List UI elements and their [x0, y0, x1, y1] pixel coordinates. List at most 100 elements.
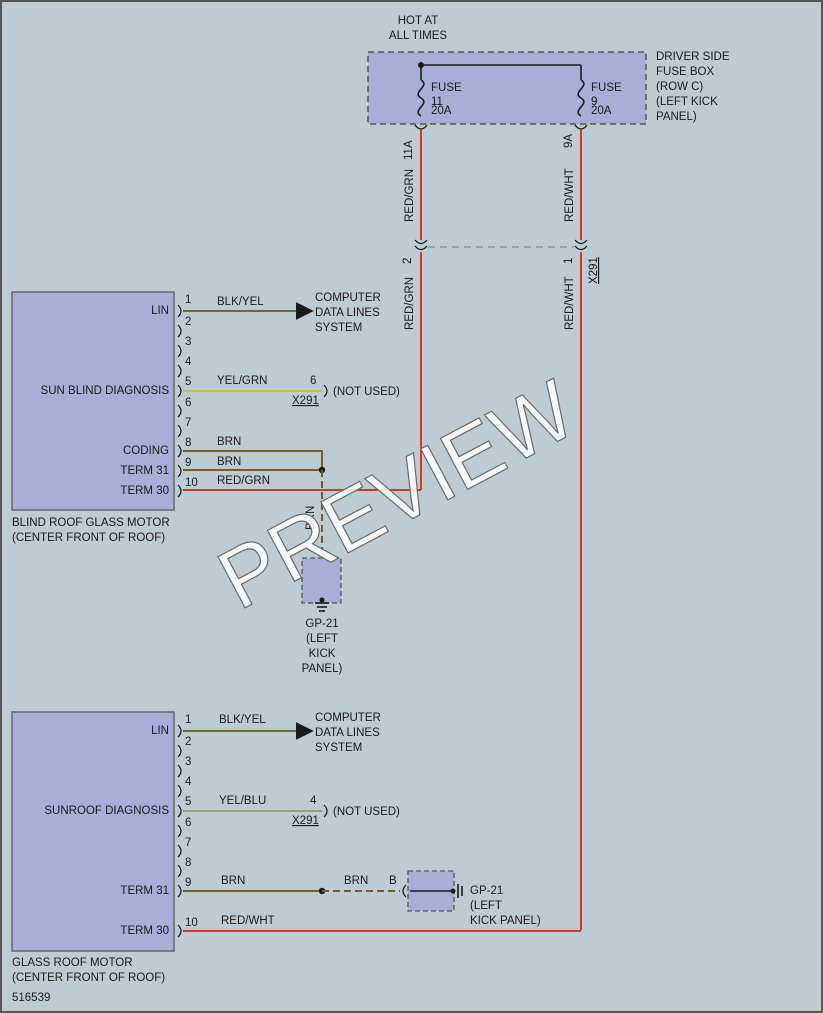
blind-pin-8: 8 — [185, 437, 191, 449]
blind-pin-7: 7 — [185, 417, 191, 429]
blind-ground-gp21 — [301, 557, 342, 604]
glass-ground-label-line-3: KICK PANEL) — [470, 915, 541, 927]
blind-computer-label-line-1: COMPUTER — [315, 292, 381, 304]
figure-id: 516539 — [12, 992, 50, 1004]
glass-diagnosis-label: SUNROOF DIAGNOSIS — [44, 805, 169, 817]
blind-wire-lin-label: BLK/YEL — [217, 296, 264, 308]
driver-side-fuse-box — [367, 51, 647, 125]
fuse-9-icon — [577, 79, 585, 117]
wire-red-grn-lower-label: RED/GRN — [404, 277, 416, 330]
x291-pin-1-icon — [574, 245, 588, 251]
glass-lin-label: LIN — [151, 725, 169, 737]
blind-wire-term30-label: RED/GRN — [217, 475, 270, 487]
glass-term31-label: TERM 31 — [120, 885, 169, 897]
glass-wire-term31-label: BRN — [221, 875, 245, 887]
fuse-9-rating: 20A — [591, 105, 612, 117]
glass-term30-label: TERM 30 — [120, 925, 169, 937]
fuse-box-label-line-5: PANEL) — [656, 111, 697, 123]
blind-pin-terminals — [177, 304, 182, 498]
glass-computer-label-line-1: COMPUTER — [315, 712, 381, 724]
blind-pin-4: 4 — [185, 356, 192, 368]
blind-wire-ground-label: BRN — [305, 506, 317, 530]
blind-diagnosis-connector-icon — [323, 384, 328, 398]
blind-pin-1: 1 — [185, 294, 191, 306]
fuse-9-name: FUSE — [591, 82, 622, 94]
glass-wire-lin-label: BLK/YEL — [219, 714, 266, 726]
glass-pin-6: 6 — [185, 817, 191, 829]
blind-pin-3: 3 — [185, 336, 191, 348]
x291-pin-2-icon — [414, 245, 428, 251]
blind-wire-coding-label: BRN — [217, 436, 241, 448]
blind-coding-label: CODING — [123, 445, 169, 457]
blind-term31-label: TERM 31 — [120, 465, 169, 477]
blind-pin-2: 2 — [185, 316, 191, 328]
glass-pin-2: 2 — [185, 736, 191, 748]
glass-pin-7: 7 — [185, 837, 191, 849]
blind-ground-label-line-4: PANEL) — [302, 663, 343, 675]
blind-roof-glass-motor — [11, 291, 175, 511]
glass-wire-term30-label: RED/WHT — [221, 915, 275, 927]
blind-motor-caption-line-2: (CENTER FRONT OF ROOF) — [12, 532, 165, 544]
glass-pin-9: 9 — [185, 877, 191, 889]
glass-wire-ground-label: BRN — [344, 875, 368, 887]
glass-ground-label-line-1: GP-21 — [470, 885, 503, 897]
wire-red-wht-lower-label: RED/WHT — [564, 276, 576, 330]
blind-lin-label: LIN — [151, 305, 169, 317]
blind-pin-10: 10 — [185, 477, 198, 489]
glass-diagnosis-connector-icon — [323, 804, 328, 818]
ground-icon — [457, 884, 463, 898]
blind-ground-label-line-2: (LEFT — [306, 633, 338, 645]
ground-icon — [315, 602, 329, 612]
glass-motor-caption-line-1: GLASS ROOF MOTOR — [12, 957, 133, 969]
blind-computer-label-line-3: SYSTEM — [315, 322, 362, 334]
fuse-box-label-line-1: DRIVER SIDE — [656, 51, 730, 63]
fuse-9-terminal-label: 9A — [563, 134, 575, 148]
glass-motor-caption-line-2: (CENTER FRONT OF ROOF) — [12, 972, 165, 984]
fuse-11-name: FUSE — [431, 82, 462, 94]
x291-pin-1-label: 1 — [563, 258, 575, 264]
glass-computer-label-line-2: DATA LINES — [315, 727, 380, 739]
blind-pin-9: 9 — [185, 457, 191, 469]
glass-diagnosis-not-used: (NOT USED) — [333, 806, 400, 818]
glass-pin-terminals — [177, 724, 182, 938]
fuse-11-rating: 20A — [431, 105, 452, 117]
glass-computer-label-line-3: SYSTEM — [315, 742, 362, 754]
blind-diagnosis-label: SUN BLIND DIAGNOSIS — [41, 385, 170, 397]
blind-diagnosis-connector-id: X291 — [292, 395, 319, 407]
fuse-11-terminal-icon — [414, 124, 428, 130]
blind-wire-term31-label: BRN — [217, 456, 241, 468]
fuse-9-terminal-icon — [574, 124, 588, 130]
glass-pin-4: 4 — [185, 776, 192, 788]
glass-ground-pin: B — [389, 875, 397, 887]
blind-ground-label-line-3: KICK — [309, 648, 336, 660]
hot-at-label-line-1: HOT AT — [398, 15, 438, 27]
wire-red-wht-upper-label: RED/WHT — [564, 168, 576, 222]
blind-computer-label-line-2: DATA LINES — [315, 307, 380, 319]
fuse-11-terminal-label: 11A — [403, 140, 415, 160]
fuse-9-number: 9 — [591, 96, 597, 108]
blind-pin-6: 6 — [185, 397, 191, 409]
glass-pin-8: 8 — [185, 857, 191, 869]
glass-roof-motor — [11, 711, 175, 952]
glass-wire-diagnosis-label: YEL/BLU — [219, 795, 266, 807]
blind-diagnosis-pin: 6 — [310, 375, 316, 387]
glass-pin-10: 10 — [185, 917, 198, 929]
hot-at-label-line-2: ALL TIMES — [389, 30, 447, 42]
blind-term30-label: TERM 30 — [120, 485, 169, 497]
fuse-box-label-line-2: FUSE BOX — [656, 66, 714, 78]
blind-pin-5: 5 — [185, 376, 191, 388]
blind-wire-diagnosis-label: YEL/GRN — [217, 375, 268, 387]
x291-connector-id: X291 — [588, 257, 600, 284]
glass-pin-1: 1 — [185, 714, 191, 726]
blind-ground-label-line-1: GP-21 — [305, 618, 338, 630]
glass-diagnosis-pin: 4 — [310, 795, 317, 807]
blind-wire-coding — [183, 450, 323, 470]
glass-pin-5: 5 — [185, 796, 191, 808]
glass-pin-3: 3 — [185, 756, 191, 768]
blind-motor-caption-line-1: BLIND ROOF GLASS MOTOR — [12, 517, 170, 529]
blind-diagnosis-not-used: (NOT USED) — [333, 386, 400, 398]
fuse-box-label-line-4: (LEFT KICK — [656, 96, 718, 108]
fuse-11-number: 11 — [431, 96, 443, 108]
fuse-11-icon — [417, 79, 425, 117]
